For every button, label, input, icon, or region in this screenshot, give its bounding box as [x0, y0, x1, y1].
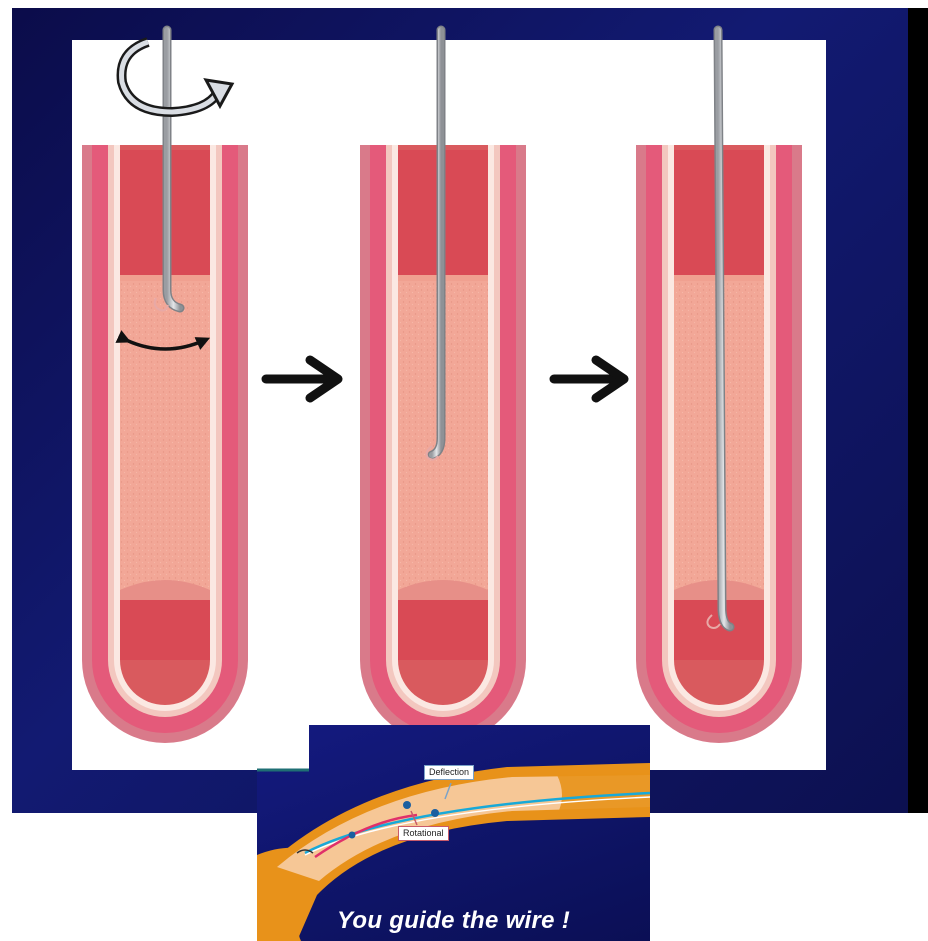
rotation-arrow-icon [122, 42, 232, 112]
step-arrow-1-icon [266, 360, 338, 398]
rotational-label: Rotational [398, 826, 449, 841]
step-arrow-2-icon [554, 360, 624, 398]
inset-caption: You guide the wire ! [257, 907, 650, 935]
inset-slide: Deflection Rotational You guide the wire… [257, 725, 650, 941]
deflection-label: Deflection [424, 765, 474, 780]
